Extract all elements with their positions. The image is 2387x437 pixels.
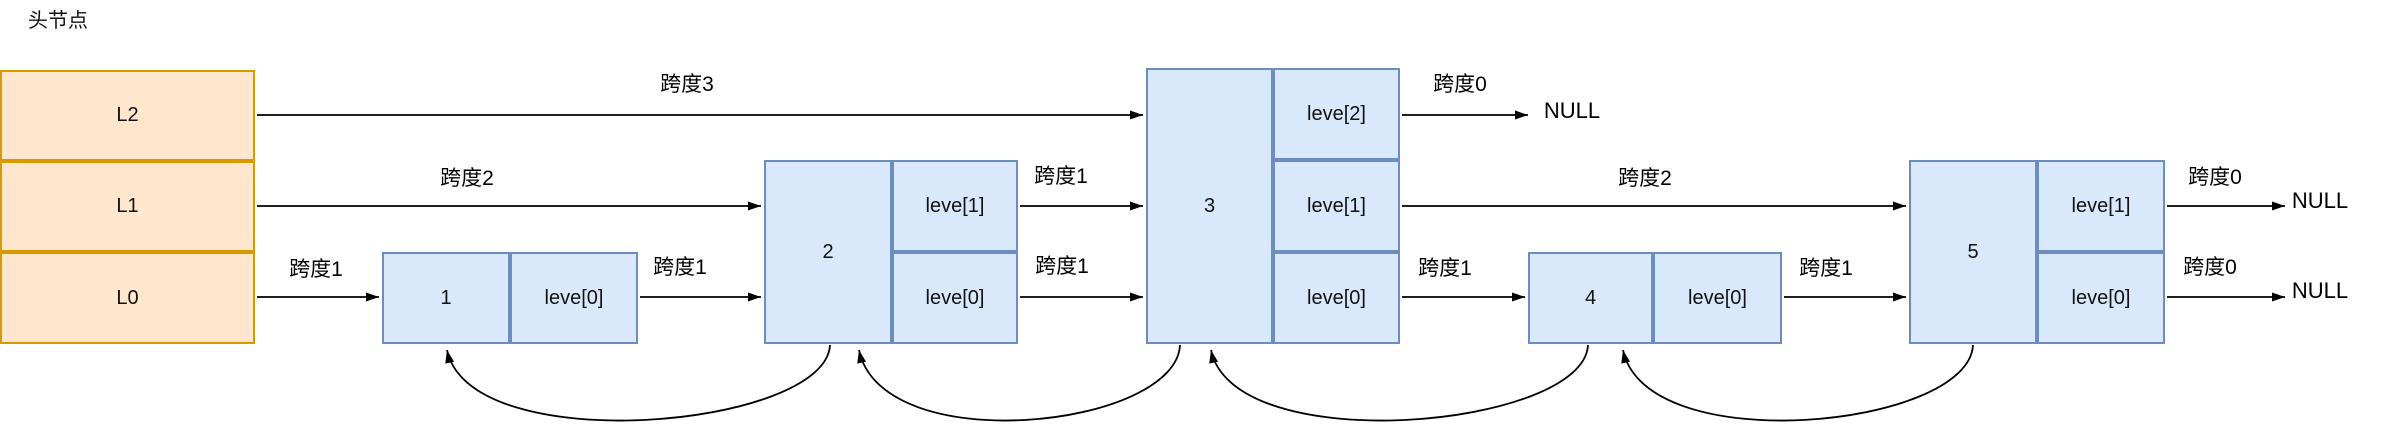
node1-key-cell: 1 [382, 252, 510, 344]
span-label-head-l2: 跨度3 [660, 73, 714, 96]
null-label-top: NULL [1543, 98, 1601, 123]
node3-key-cell: 3 [1146, 68, 1273, 344]
span-label-node3-lv2: 跨度0 [1433, 73, 1487, 96]
span-label-node5-lv1: 跨度0 [2188, 166, 2242, 189]
head-cell-l0: L0 [0, 252, 255, 344]
span-label-node3-lv0: 跨度1 [1418, 257, 1472, 280]
span-label-head-l0: 跨度1 [289, 258, 343, 281]
node2-level1-cell: leve[1] [892, 160, 1018, 252]
span-label-node5-lv0: 跨度0 [2183, 256, 2237, 279]
node2-key-cell: 2 [764, 160, 892, 344]
span-label-head-l1: 跨度2 [440, 167, 494, 190]
backward-curve-node3-to-node2 [857, 344, 1181, 422]
span-label-node1-lv0: 跨度1 [653, 256, 707, 279]
node4-key-cell: 4 [1528, 252, 1653, 344]
node2-level0-cell: leve[0] [892, 252, 1018, 344]
backward-curve-node4-to-node3 [1209, 344, 1589, 422]
node3-level0-cell: leve[0] [1273, 252, 1400, 344]
backward-curve-node2-to-node1 [445, 344, 831, 422]
head-cell-l2: L2 [0, 70, 255, 161]
node1-level0-cell: leve[0] [510, 252, 638, 344]
backward-curve-node5-to-node4 [1621, 344, 1974, 422]
node3-level1-cell: leve[1] [1273, 160, 1400, 252]
node5-level1-cell: leve[1] [2037, 160, 2165, 252]
null-label-right-lower: NULL [2291, 278, 2349, 303]
span-label-node4-lv0: 跨度1 [1799, 257, 1853, 280]
node4-level0-cell: leve[0] [1653, 252, 1782, 344]
node5-level0-cell: leve[0] [2037, 252, 2165, 344]
null-label-right-upper: NULL [2291, 188, 2349, 213]
head-cell-l1: L1 [0, 161, 255, 252]
span-label-node2-lv0: 跨度1 [1035, 255, 1089, 278]
span-label-node3-lv1: 跨度2 [1618, 167, 1672, 190]
node5-key-cell: 5 [1909, 160, 2037, 344]
node3-level2-cell: leve[2] [1273, 68, 1400, 160]
diagram-title: 头节点 [28, 10, 88, 32]
span-label-node2-lv1: 跨度1 [1034, 165, 1088, 188]
